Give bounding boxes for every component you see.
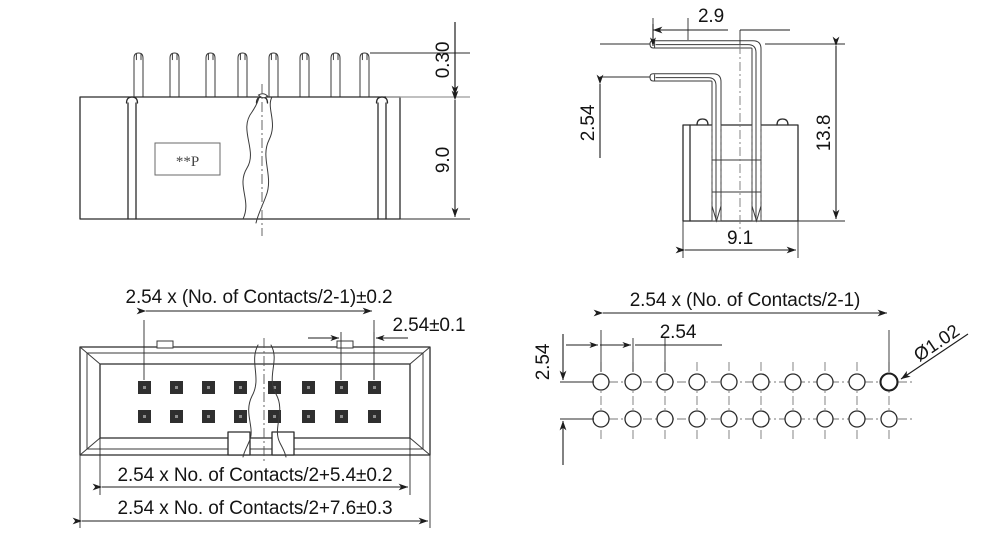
dim-hole-pitch-text: 2.54 <box>660 322 697 343</box>
front-view-latch-columns <box>125 96 389 220</box>
footprint-holes-row-2 <box>592 410 898 428</box>
top-view-contacts-row-2 <box>138 410 381 423</box>
side-view-pin-lower <box>649 73 722 223</box>
dim-overall-height: 13.8 <box>765 36 845 222</box>
side-view-latch-right <box>776 118 789 126</box>
front-view-break-line <box>242 93 273 224</box>
dim-hole-diameter-text: Ø1.02 <box>910 320 964 366</box>
dim-shroud-inner-width-text: 2.54 x No. of Contacts/2+5.4±0.2 <box>118 465 393 486</box>
front-view-body <box>79 96 401 220</box>
side-view-body <box>682 124 799 222</box>
front-view-body-label: **P <box>176 154 199 170</box>
footprint-holes-row-1 <box>592 362 899 440</box>
top-view-tab-left <box>156 340 174 349</box>
top-view-break-line <box>242 344 287 458</box>
dim-body-height: 9.0 <box>400 90 470 220</box>
dim-contact-span: 2.54 x (No. of Contacts/2-1)±0.2 <box>125 287 393 380</box>
dim-pin-length: 0.30 <box>370 22 470 96</box>
top-view-contacts-row-1 <box>138 381 381 394</box>
dim-shroud-outer-width-text: 2.54 x No. of Contacts/2+7.6±0.3 <box>118 498 393 519</box>
top-view-chamfers <box>79 346 431 456</box>
side-view-latch-left <box>696 118 709 126</box>
top-view-polarizing-key <box>227 431 295 456</box>
dim-contact-pitch-text: 2.54±0.1 <box>392 315 465 336</box>
dim-body-width: 9.1 <box>675 221 799 258</box>
dim-hole-span-text: 2.54 x (No. of Contacts/2-1) <box>630 290 861 311</box>
top-view-shroud-inner <box>99 363 411 439</box>
side-elevation-view: 2.9 2.54 13.8 9.1 <box>578 6 845 258</box>
front-view-marking-label: **P <box>154 142 221 176</box>
front-view-pins <box>133 52 370 99</box>
dim-body-height-text: 9.0 <box>433 147 454 173</box>
dim-shroud-outer-width: 2.54 x No. of Contacts/2+7.6±0.3 <box>72 455 431 528</box>
dim-hole-pitch: 2.54 <box>600 322 722 372</box>
dim-row-pitch: 2.54 <box>578 43 650 158</box>
dim-hole-span: 2.54 x (No. of Contacts/2-1) <box>593 290 890 372</box>
top-plan-view: 2.54 x (No. of Contacts/2-1)±0.2 2.54±0.… <box>72 287 466 528</box>
front-elevation-view: **P 0.30 9.0 <box>79 22 470 236</box>
dim-row-spacing-text: 2.54 <box>533 343 554 380</box>
dim-pin-length-text: 0.30 <box>433 42 454 79</box>
dim-pin-tip-offset-text: 2.9 <box>698 6 724 27</box>
top-view-tab-right <box>336 340 354 349</box>
dim-overall-height-text: 13.8 <box>814 115 835 152</box>
dim-row-spacing: 2.54 <box>533 334 594 465</box>
dim-contact-span-text: 2.54 x (No. of Contacts/2-1)±0.2 <box>125 287 392 308</box>
dim-pin-tip-offset: 2.9 <box>652 6 790 44</box>
dim-shroud-inner-width: 2.54 x No. of Contacts/2+5.4±0.2 <box>92 438 411 495</box>
pcb-footprint-view: 2.54 x (No. of Contacts/2-1) 2.54 2.54 Ø… <box>533 290 969 465</box>
footprint-hole-callout-target <box>879 372 899 392</box>
dim-contact-pitch: 2.54±0.1 <box>308 315 466 380</box>
dim-row-pitch-text: 2.54 <box>578 104 599 141</box>
dim-body-width-text: 9.1 <box>727 228 753 249</box>
dim-hole-diameter: Ø1.02 <box>900 320 969 380</box>
